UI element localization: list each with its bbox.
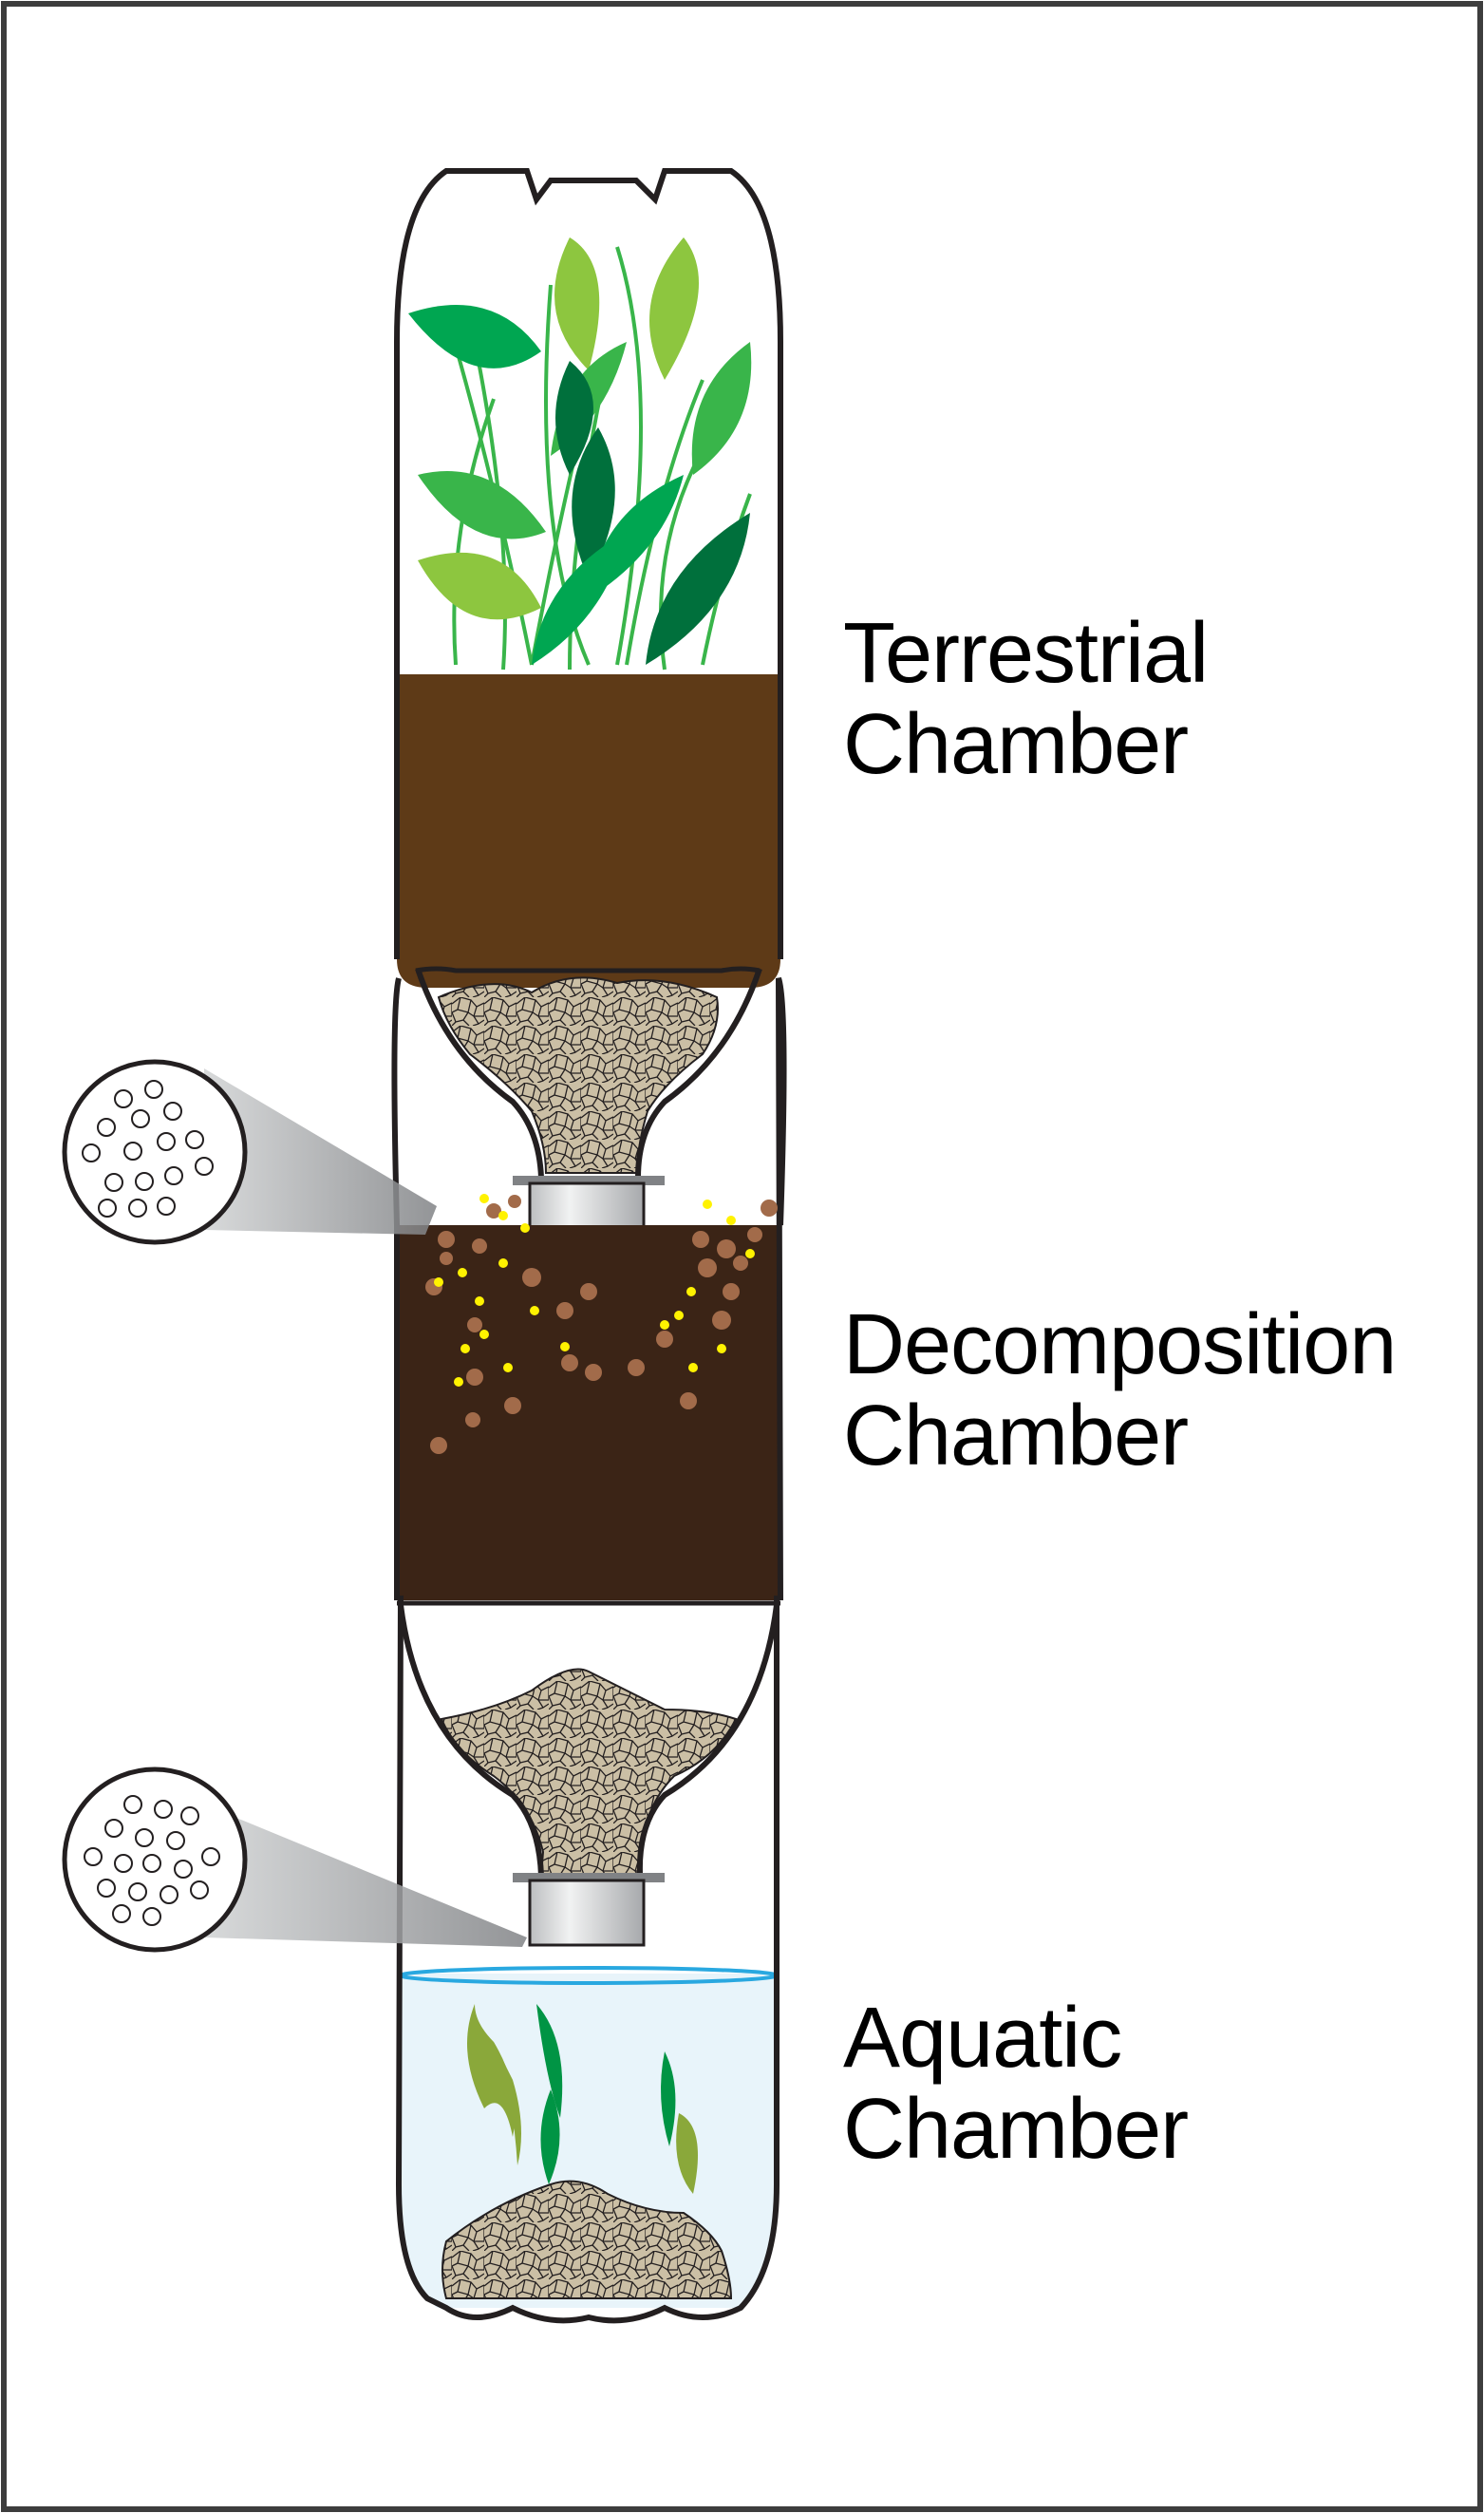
label-line: Chamber — [843, 1389, 1189, 1483]
decomposition-chamber — [391, 966, 787, 1947]
bottom-bottle-outline — [395, 1595, 780, 2324]
leaf — [649, 237, 699, 380]
microbe-spheres — [82, 1080, 214, 1218]
mid-bottle-neck — [398, 1604, 780, 1877]
leaf — [691, 342, 752, 475]
aquatic-leaf — [676, 2113, 698, 2194]
label-line: Decomposition — [843, 1297, 1397, 1392]
microbe-particles — [434, 1194, 755, 1387]
magnifier-bottom — [62, 1767, 527, 1953]
aquatic-leaf — [467, 2004, 516, 2137]
leaf — [572, 427, 615, 579]
top-neck-gravel — [437, 976, 719, 1174]
magnifier-beam — [204, 1068, 437, 1235]
leaf — [646, 513, 750, 665]
leaf — [532, 532, 627, 665]
label-line: Chamber — [843, 2082, 1189, 2177]
soil-layer — [397, 674, 780, 988]
label-line: Terrestrial — [843, 606, 1209, 701]
magnifier-top — [62, 1059, 437, 1245]
leaf — [554, 237, 600, 370]
aquatic-leaf — [540, 2089, 560, 2184]
top-bottle-neck — [415, 968, 762, 1181]
mid-cap — [528, 1879, 646, 1947]
microbe-spheres — [84, 1795, 220, 1926]
leaf — [418, 471, 546, 539]
aquatic-chamber-label: Aquatic Chamber — [843, 1991, 1189, 2177]
label-line: Aquatic — [843, 1991, 1122, 2086]
label-line: Chamber — [843, 697, 1189, 792]
aquatic-chamber — [395, 1595, 780, 2324]
aquatic-leaf — [661, 2051, 676, 2146]
top-bottle-outline — [394, 168, 783, 959]
aquatic-plants — [467, 2004, 698, 2194]
terrestrial-chamber — [394, 168, 783, 1244]
leaf — [408, 305, 541, 368]
leaf — [418, 552, 541, 620]
mid-bottle-top-rim — [415, 966, 761, 973]
compost-particles — [425, 1195, 778, 1454]
magnifier-beam — [204, 1804, 527, 1947]
terrestrial-chamber-label: Terrestrial Chamber — [843, 606, 1209, 792]
top-cap-rim — [513, 1176, 665, 1185]
aquatic-leaf — [536, 2004, 563, 2118]
magnifier-lens — [62, 1059, 248, 1245]
decomposition-chamber-label: Decomposition Chamber — [843, 1297, 1397, 1483]
terrestrial-leaves — [408, 237, 752, 665]
aquatic-gravel — [441, 2180, 733, 2299]
aquatic-leaf — [494, 2042, 521, 2165]
mid-cap-rim — [513, 1873, 665, 1882]
leaf — [555, 361, 593, 475]
